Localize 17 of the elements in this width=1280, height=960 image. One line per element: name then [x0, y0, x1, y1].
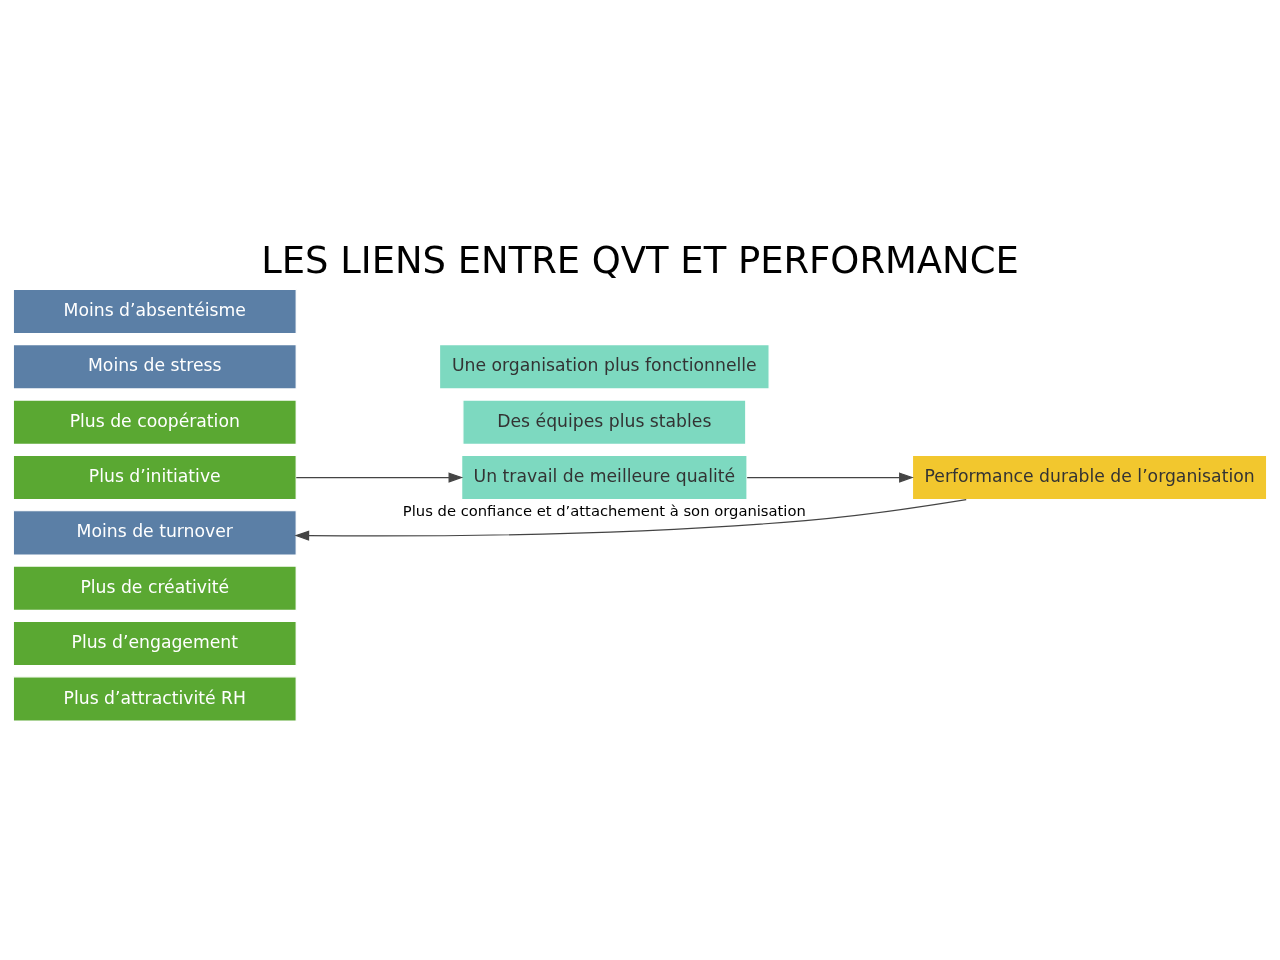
edge-label: Plus de confiance et d’attachement à son organisation	[402, 502, 806, 520]
arrow	[746, 472, 914, 483]
node-box: Moins de stress	[12, 344, 297, 390]
node-box: Un travail de meilleure qualité	[461, 454, 748, 501]
node-box: Des équipes plus stables	[462, 399, 747, 445]
node-box: Plus d’engagement	[12, 620, 297, 667]
node-box: Moins de turnover	[12, 510, 297, 556]
node-box: Performance durable de l’organisation	[911, 454, 1268, 501]
diagram-title: LES LIENS ENTRE QVT ET PERFORMANCE	[261, 239, 1019, 283]
arrow	[295, 472, 464, 483]
arrow	[294, 499, 967, 541]
node-box: Plus d’attractivité RH	[12, 676, 297, 722]
node-box: Plus de coopération	[12, 399, 297, 445]
node-box: Moins d’absentéisme	[12, 288, 297, 335]
node-box: Plus de créativité	[12, 565, 297, 611]
node-box: Une organisation plus fonctionnelle	[438, 344, 770, 390]
node-box: Plus d’initiative	[12, 454, 297, 501]
